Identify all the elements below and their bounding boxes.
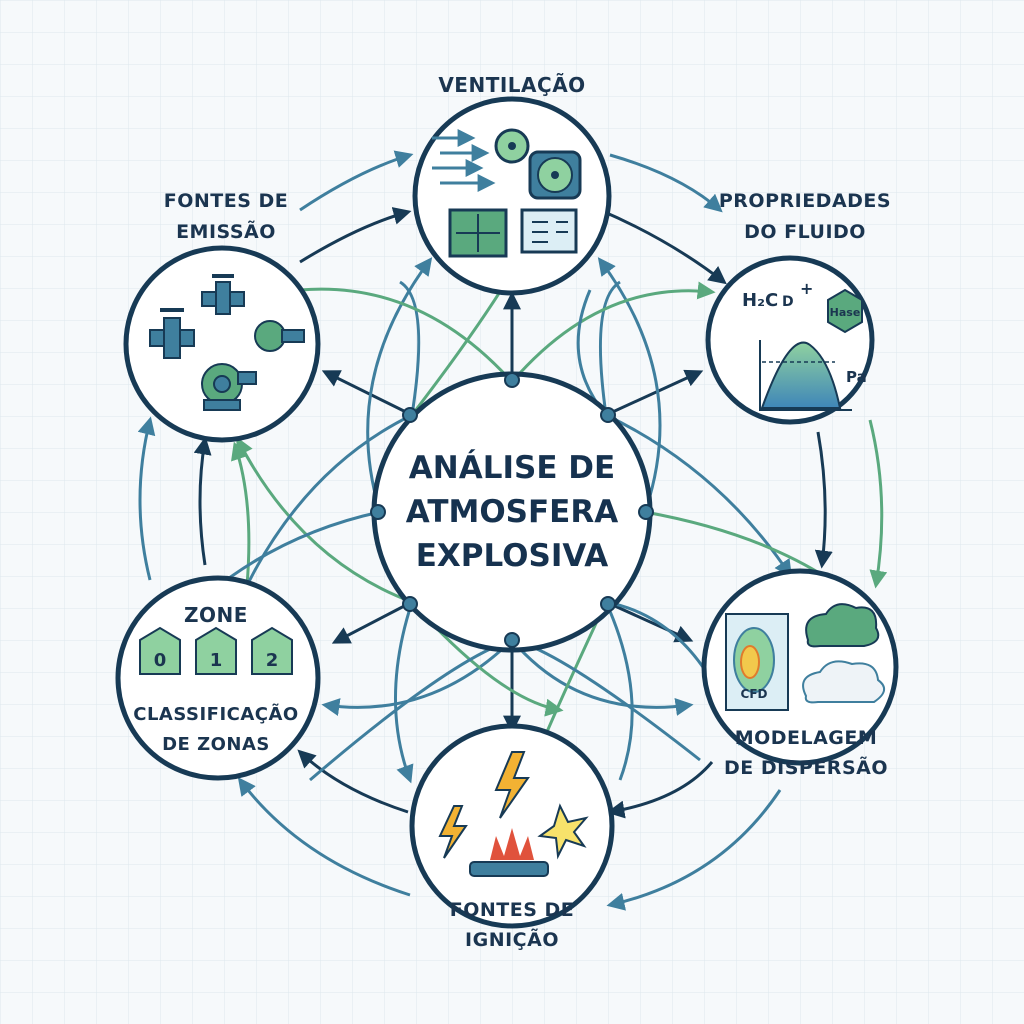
node-zonas[interactable]: ZONE 0 1 2 CLASSIFICAÇÃO DE ZONAS bbox=[115, 575, 321, 781]
curve-n bbox=[394, 601, 414, 784]
hub-port-top-right bbox=[600, 407, 616, 423]
propriedades-label-line-2: DO FLUIDO bbox=[744, 221, 866, 243]
arc-emissao-ventilacao bbox=[299, 150, 414, 212]
airflow-arrows-icon bbox=[432, 129, 496, 192]
fan-icon bbox=[494, 128, 530, 164]
curve-l bbox=[321, 638, 514, 716]
center-title-line-1: ANÁLISE DE bbox=[409, 450, 615, 486]
hex-text: Hase bbox=[830, 306, 861, 319]
zone-number-0: 0 bbox=[154, 650, 167, 671]
arc-ventilacao-propriedades bbox=[609, 153, 723, 213]
center-title-line-3: EXPLOSIVA bbox=[416, 538, 609, 574]
curve-i bbox=[238, 413, 413, 601]
arc-propriedades-dispersao-inner bbox=[814, 431, 833, 569]
zone-badge-1 bbox=[195, 626, 237, 675]
hub-port-right bbox=[638, 504, 654, 520]
emissao-label-line-2: EMISSÃO bbox=[176, 219, 276, 243]
arc-ventilacao-propriedades-inner bbox=[599, 208, 727, 285]
lightning-icon bbox=[438, 751, 530, 859]
compressor-icon bbox=[201, 363, 257, 411]
damper-icon bbox=[448, 208, 508, 258]
pump-icon bbox=[254, 320, 305, 352]
curve-e bbox=[299, 287, 514, 384]
cfd-plot-icon bbox=[725, 613, 789, 711]
curve-o bbox=[604, 601, 634, 781]
zonas-circle bbox=[115, 575, 321, 781]
zone-badges bbox=[139, 626, 293, 675]
ignicao-label-line-2: IGNIÇÃO bbox=[465, 927, 559, 951]
exhaust-fan-icon bbox=[528, 150, 582, 200]
zonas-label-line-1: CLASSIFICAÇÃO bbox=[133, 702, 299, 725]
green-cloud-icon bbox=[805, 603, 880, 648]
arc-dispersao-ignicao bbox=[606, 789, 782, 911]
node-ventilacao[interactable]: VENTILAÇÃO bbox=[412, 73, 612, 296]
ignicao-label-line-1: FONTES DE bbox=[450, 899, 575, 921]
arc-ignicao-zonas-inner bbox=[297, 749, 409, 814]
phase-curve-icon bbox=[759, 340, 852, 411]
spoke-emissao bbox=[321, 370, 413, 417]
spoke-propriedades bbox=[605, 369, 704, 417]
spark-icon bbox=[537, 803, 589, 860]
hub-ports bbox=[370, 372, 654, 648]
hub-port-bottom-left bbox=[402, 596, 418, 612]
ignicao-circle bbox=[409, 723, 615, 929]
zonas-label-line-2: DE ZONAS bbox=[162, 734, 270, 755]
node-emissao[interactable]: FONTES DE EMISSÃO bbox=[123, 190, 321, 443]
curve-d bbox=[597, 257, 662, 513]
hot-surface-icon bbox=[469, 828, 549, 877]
molecule-hex-icon bbox=[827, 288, 863, 334]
spoke-dispersao bbox=[605, 600, 694, 643]
cfd-text: CFD bbox=[741, 687, 768, 701]
dispersao-label-line-2: DE DISPERSÃO bbox=[724, 755, 888, 779]
node-ignicao[interactable]: FONTES DE IGNIÇÃO bbox=[409, 723, 615, 951]
zone-number-2: 2 bbox=[266, 650, 279, 671]
formula-tail-text: D bbox=[782, 294, 794, 310]
hub-port-top-left bbox=[402, 407, 418, 423]
valve-icon bbox=[149, 308, 195, 359]
arc-zonas-emissao bbox=[137, 416, 156, 581]
arc-emissao-ventilacao-inner bbox=[299, 207, 412, 264]
zone-badge-2 bbox=[251, 626, 293, 675]
curve-b bbox=[598, 280, 621, 416]
arc-zonas-emissao-inner bbox=[193, 436, 212, 566]
ventilacao-circle bbox=[412, 96, 612, 296]
emissao-circle bbox=[123, 245, 321, 443]
arc-dispersao-ignicao-inner bbox=[606, 761, 714, 819]
arc-propriedades-dispersao bbox=[868, 419, 888, 589]
emissao-label-line-1: FONTES DE bbox=[164, 190, 289, 212]
node-propriedades[interactable]: PROPRIEDADES DO FLUIDO H₂C D + Hase Pa bbox=[705, 190, 891, 425]
curve-c bbox=[366, 257, 433, 513]
formula-text: H₂C bbox=[742, 290, 778, 311]
dispersao-label-line-1: MODELAGEM bbox=[735, 727, 878, 749]
center-hub: ANÁLISE DE ATMOSFERA EXPLOSIVA bbox=[370, 371, 654, 653]
hub-port-bottom-right bbox=[600, 596, 616, 612]
ventilacao-label: VENTILAÇÃO bbox=[438, 73, 585, 97]
curve-h bbox=[236, 436, 413, 604]
curve-a bbox=[399, 280, 421, 416]
propriedades-label-line-1: PROPRIEDADES bbox=[719, 190, 891, 212]
center-title-line-2: ATMOSFERA bbox=[406, 494, 618, 530]
grey-cloud-icon bbox=[802, 660, 885, 704]
curve-k bbox=[510, 639, 694, 716]
zone-badge-0 bbox=[139, 626, 181, 675]
node-dispersao[interactable]: CFD MODELAGEM DE DISPERSÃO bbox=[701, 568, 899, 779]
hub-port-left bbox=[370, 504, 386, 520]
pressure-text: Pa bbox=[846, 368, 867, 386]
hub-port-bottom bbox=[504, 632, 520, 648]
gate-valve-icon bbox=[201, 274, 245, 315]
spoke-zonas bbox=[331, 600, 413, 644]
zone-number-1: 1 bbox=[210, 650, 223, 671]
zone-title: ZONE bbox=[184, 603, 248, 627]
curve-f bbox=[510, 281, 716, 383]
arc-ignicao-zonas bbox=[237, 777, 411, 897]
control-panel-icon bbox=[520, 208, 578, 254]
hub-port-top bbox=[504, 372, 520, 388]
formula-charge-text: + bbox=[800, 279, 813, 298]
